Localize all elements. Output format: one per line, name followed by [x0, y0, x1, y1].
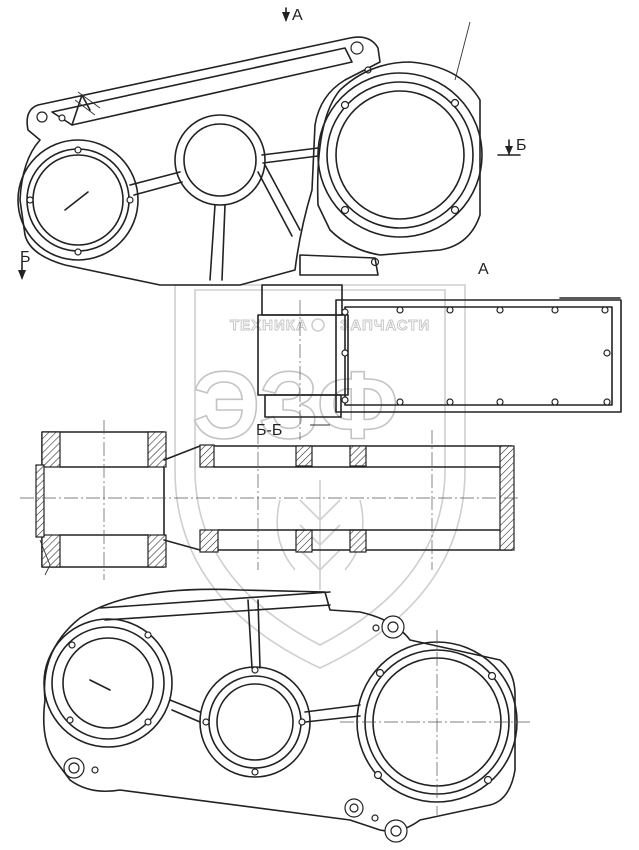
watermark-gear-icon	[311, 318, 325, 332]
bore-right-top	[316, 21, 483, 267]
view-a: A	[257, 261, 622, 440]
bore-left-top	[17, 139, 139, 261]
bore-middle-bottom	[199, 666, 311, 778]
watermark-shield	[194, 289, 446, 646]
section-title: Б-Б	[256, 422, 282, 439]
svg-text:Б: Б	[516, 137, 527, 154]
watermark: ТЕХНИКА ЗАПЧАСТИ ЭЗФ	[174, 284, 466, 669]
top-view: A	[17, 7, 527, 286]
section-mark-b-left: Б	[18, 249, 31, 280]
section-b-b: Б-Б	[20, 420, 520, 580]
bore-middle-top	[174, 114, 266, 206]
bottom-view	[42, 588, 530, 843]
watermark-text-right: ЗАПЧАСТИ	[340, 317, 430, 334]
bottom-housing-outline	[42, 588, 516, 833]
top-housing-outline	[19, 36, 381, 286]
bore-left-bottom	[43, 618, 173, 748]
section-mark-b-right: Б	[497, 137, 527, 156]
svg-text:Б: Б	[20, 249, 31, 266]
watermark-text-left: ТЕХНИКА	[230, 317, 308, 334]
view-a-bolts	[341, 306, 611, 406]
view-arrow-a: A	[282, 7, 303, 24]
view-arrow-a-label: A	[292, 7, 303, 24]
view-a-title: A	[478, 261, 489, 278]
